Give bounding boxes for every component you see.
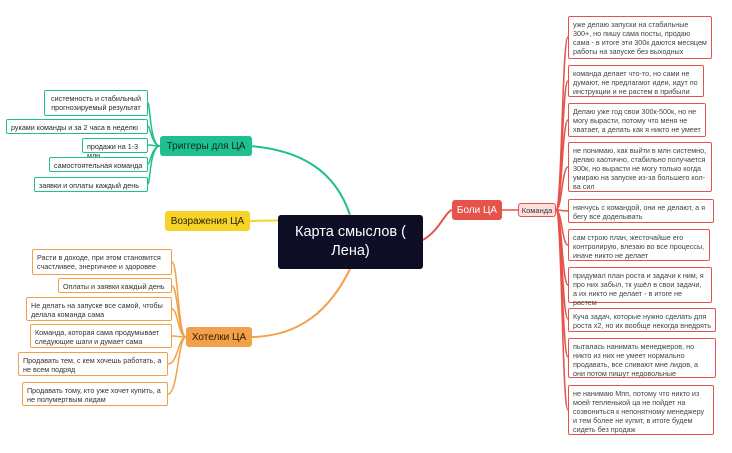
central-topic[interactable]: Карта смыслов ( Лена) bbox=[278, 215, 423, 269]
want-item[interactable]: Не делать на запуске все самой, чтобы де… bbox=[26, 297, 172, 321]
want-item[interactable]: Продавать тем, с кем хочешь работать, а … bbox=[18, 352, 168, 376]
trigger-item[interactable]: руками команды и за 2 часа в неделю bbox=[6, 119, 148, 134]
pain-item[interactable]: нянчусь с командой, они не делают, а я б… bbox=[568, 199, 714, 223]
trigger-item[interactable]: заявки и оплаты каждый день bbox=[34, 177, 148, 192]
pain-item[interactable]: Делаю уже год свои 300к-500к, но не могу… bbox=[568, 103, 706, 137]
want-item[interactable]: Продавать тому, кто уже хочет купить, а … bbox=[22, 382, 168, 406]
pain-item[interactable]: команда делает что-то, но сами не думают… bbox=[568, 65, 704, 97]
topic-pains[interactable]: Боли ЦА bbox=[452, 200, 502, 220]
pain-item[interactable]: пыталась нанимать менеджеров, но никто и… bbox=[568, 338, 716, 378]
trigger-item[interactable]: системность и стабильный прогнозируемый … bbox=[44, 90, 148, 116]
pain-item[interactable]: уже делаю запуски на стабильные 300+, но… bbox=[568, 16, 712, 59]
topic-triggers[interactable]: Триггеры для ЦА bbox=[160, 136, 252, 156]
pain-item[interactable]: Куча задач, которые нужно сделать для ро… bbox=[568, 308, 716, 332]
topic-wants[interactable]: Хотелки ЦА bbox=[186, 327, 252, 347]
pain-item[interactable]: не понимаю, как выйти в млн системно, де… bbox=[568, 142, 712, 192]
trigger-item[interactable]: самостоятельная команда bbox=[49, 157, 148, 172]
pain-item[interactable]: сам строю план, жесточайше его контролир… bbox=[568, 229, 710, 261]
want-item[interactable]: Оплаты и заявки каждый день bbox=[58, 278, 172, 293]
pain-item[interactable]: придумал план роста и задачи к ним, я пр… bbox=[568, 267, 712, 307]
want-item[interactable]: Расти в доходе, при этом становится счас… bbox=[32, 249, 172, 275]
trigger-item[interactable]: продажи на 1-3 млн bbox=[82, 138, 148, 160]
want-item[interactable]: Команда, которая сама продумывает следую… bbox=[30, 324, 172, 348]
subtopic-team[interactable]: Команда bbox=[518, 203, 556, 217]
topic-objections[interactable]: Возражения ЦА bbox=[165, 211, 250, 231]
pain-item[interactable]: не нанимаю Мпп, потому что никто из моей… bbox=[568, 385, 714, 435]
